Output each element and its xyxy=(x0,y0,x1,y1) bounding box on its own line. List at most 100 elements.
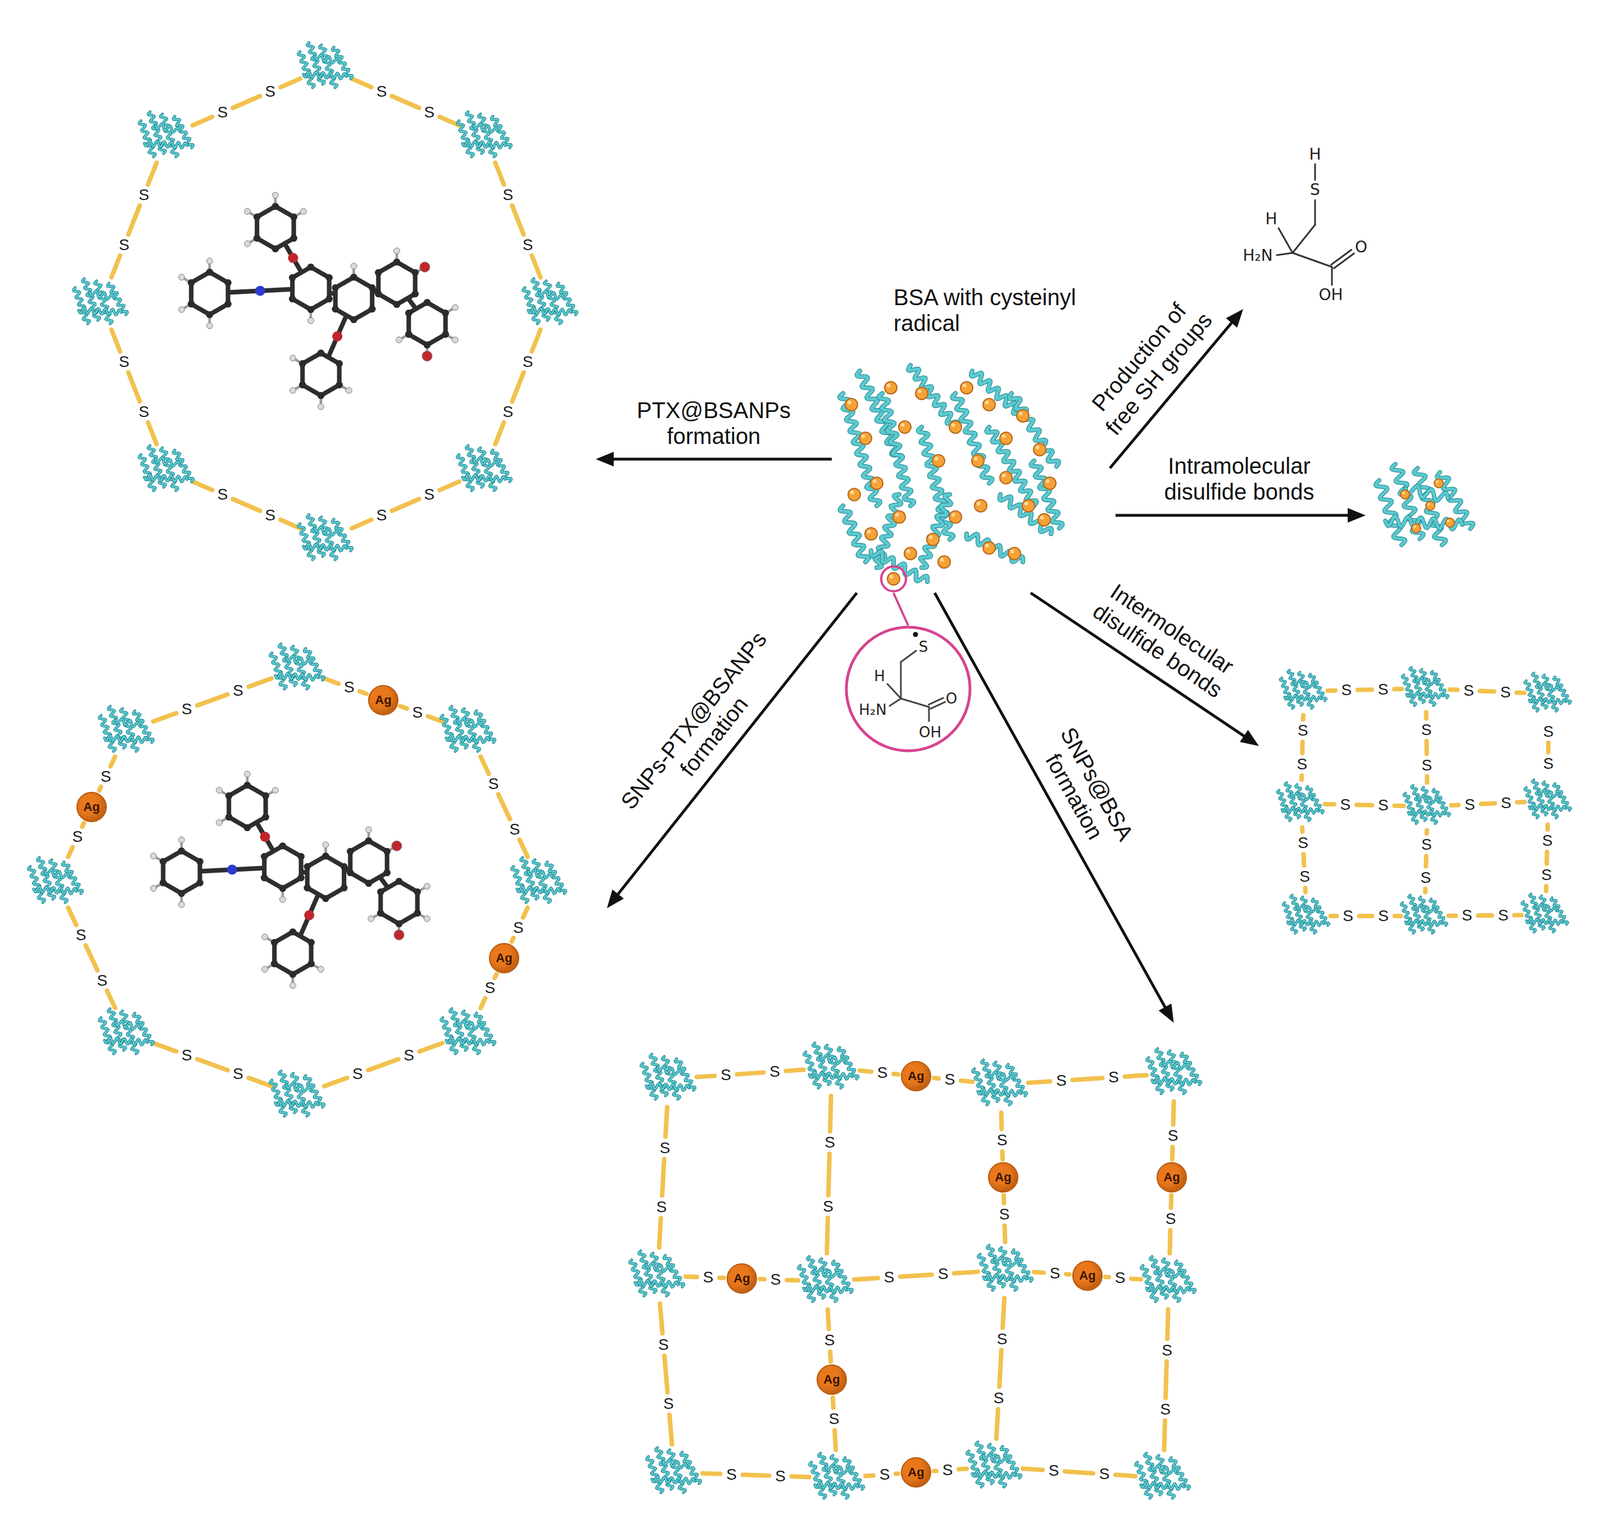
sphere-highlight xyxy=(1018,411,1023,416)
disulfide-dash xyxy=(480,998,486,1008)
protein-helix xyxy=(303,544,347,552)
protein-helix xyxy=(144,141,188,149)
cluster-art xyxy=(73,42,578,560)
molecule-atom xyxy=(413,888,421,896)
sulfur-label: S xyxy=(993,1390,1005,1407)
sulfur-label: S xyxy=(720,1067,732,1083)
molecule-atom xyxy=(423,298,432,307)
protein-icon xyxy=(139,445,194,491)
reaction-arrow xyxy=(606,592,858,909)
disulfide-dash xyxy=(662,1158,665,1196)
protein-helix xyxy=(528,307,571,316)
protein-helix xyxy=(1417,795,1439,803)
disulfide-dash xyxy=(1480,803,1495,804)
molecule-atom xyxy=(289,355,297,362)
protein-helix xyxy=(303,71,347,80)
protein-helix xyxy=(457,718,482,727)
protein-icon xyxy=(523,278,578,324)
molecule-atom xyxy=(423,915,430,922)
molecule-ring xyxy=(302,352,339,396)
sulfur-label: S xyxy=(119,354,130,370)
disulfide-dash xyxy=(1448,913,1456,918)
protein-icon xyxy=(972,1059,1027,1105)
arrow-line xyxy=(893,592,909,626)
disulfide-dash xyxy=(531,329,541,352)
molecule-atom xyxy=(260,874,269,882)
protein-helix xyxy=(908,365,958,428)
molecule-atom xyxy=(393,247,401,255)
protein-helix xyxy=(814,1482,858,1490)
protein-helix xyxy=(303,71,347,80)
sulfur-label: S xyxy=(502,187,514,203)
molecule-atom xyxy=(244,208,251,215)
cysteine-sphere xyxy=(848,488,861,501)
reaction-arrow xyxy=(1115,514,1349,518)
disulfide-dash xyxy=(280,78,301,88)
sulfur-label: S xyxy=(663,1395,674,1412)
protein-helix xyxy=(803,1285,847,1294)
molecule-atom xyxy=(260,853,269,861)
molecule-ring xyxy=(162,850,200,894)
cysteine-sphere xyxy=(887,572,900,586)
magnifier-circle: SHH₂NOOH xyxy=(844,625,972,753)
molecule-atom xyxy=(225,813,233,822)
protein-icon xyxy=(804,1043,859,1089)
protein-helix xyxy=(1385,516,1463,530)
molecule-atom xyxy=(317,966,324,973)
protein-icon xyxy=(1375,464,1474,546)
silver-particle: Ag xyxy=(1156,1162,1187,1193)
disulfide-dash xyxy=(1478,913,1493,918)
sulfur-label: S xyxy=(232,682,244,699)
disulfide-dash xyxy=(1299,741,1305,754)
disulfide-dash xyxy=(1424,712,1429,719)
protein-helix xyxy=(446,1038,489,1046)
silver-particle: Ag xyxy=(900,1061,932,1092)
protein-helix xyxy=(1405,486,1449,501)
disulfide-dash xyxy=(834,1430,836,1450)
protein-helix xyxy=(826,1465,850,1474)
molecule-atom xyxy=(368,305,376,314)
cysteine-sphere xyxy=(960,381,973,394)
protein-helix xyxy=(462,141,506,149)
molecule-atom xyxy=(261,934,269,941)
protein-helix xyxy=(144,141,188,149)
disulfide-dash xyxy=(828,1153,830,1196)
molecule-bond xyxy=(257,825,273,850)
sulfur-label: S xyxy=(376,507,388,524)
disulfide-dash xyxy=(1423,855,1429,867)
molecule-atom xyxy=(261,792,270,800)
disulfide-dash xyxy=(1394,803,1404,809)
molecule-atom xyxy=(307,263,315,271)
disulfide-dash xyxy=(827,1309,829,1330)
protein-icon xyxy=(1521,894,1568,933)
protein-helix xyxy=(1297,905,1318,913)
atom-label: OH xyxy=(918,724,942,740)
molecule-atom xyxy=(253,213,261,221)
protein-helix xyxy=(1287,919,1325,926)
sphere-highlight xyxy=(895,513,900,518)
chemical-bond xyxy=(1292,252,1332,267)
molecule-atom xyxy=(374,269,383,277)
protein-helix xyxy=(635,1280,678,1288)
molecule-atom xyxy=(331,305,339,314)
sulfur-label: S xyxy=(509,821,521,838)
protein-helix xyxy=(994,1257,1019,1266)
sulfur-label: S xyxy=(769,1063,781,1080)
protein-helix xyxy=(875,494,902,568)
protein-helix xyxy=(1291,792,1312,800)
disulfide-dash xyxy=(1545,824,1550,830)
protein-node: BSA with cysteinyl radical xyxy=(831,280,1110,593)
molecule-atom xyxy=(317,392,325,400)
disulfide-dash xyxy=(1516,690,1525,696)
protein-helix xyxy=(473,124,498,133)
protein-helix xyxy=(814,1482,858,1490)
atom-label: H xyxy=(873,668,886,684)
disulfide-dash xyxy=(1163,1420,1166,1450)
protein-helix xyxy=(1284,694,1322,701)
chemical-bond xyxy=(928,706,931,722)
disulfide-dash xyxy=(1168,1195,1175,1208)
reaction-arrow xyxy=(595,451,832,467)
disulfide-dash xyxy=(511,372,524,402)
disulfide-dash xyxy=(934,1075,939,1081)
disulfide-dash xyxy=(99,786,102,791)
